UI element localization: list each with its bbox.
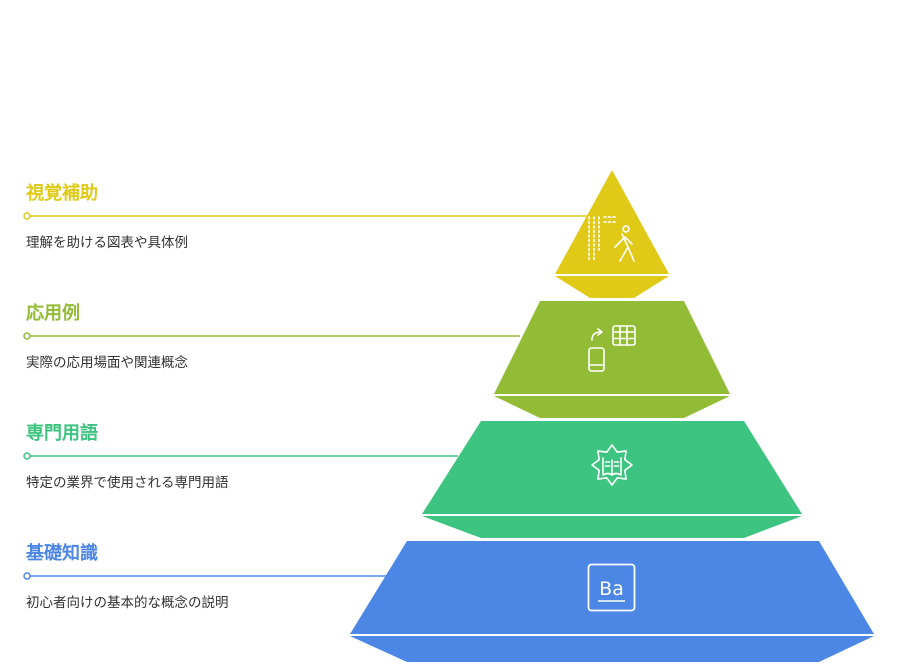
walking-person-grid-icon [588,216,635,263]
pyramid-level-1 [23,170,669,298]
connector-dot-3 [23,452,31,460]
pyramid-tier-1-shadow [555,276,669,298]
element-symbol: Ba [599,578,624,600]
level-4-description: 初心者向けの基本的な概念の説明 [26,595,229,611]
level-1-description: 理解を助ける図表や具体例 [26,235,188,251]
connector-dot-4 [23,572,31,580]
device-sync-table-icon [588,325,636,372]
level-2-description: 実際の応用場面や関連概念 [26,355,188,371]
pyramid-tier-2-shadow [494,396,730,418]
level-2-title: 応用例 [26,303,80,324]
pyramid-tier-1 [555,170,669,274]
level-3-title: 専門用語 [26,423,98,444]
periodic-element-icon: Ba [587,563,636,612]
pyramid-tier-4 [350,541,874,634]
connector-dot-1 [23,212,31,220]
level-1-title: 視覚補助 [26,183,98,204]
level-4-title: 基礎知識 [26,543,98,564]
pyramid-level-3 [23,421,802,538]
pyramid-tier-2 [494,301,730,394]
pyramid-level-2 [23,301,730,418]
pyramid-tier-3-shadow [422,516,802,538]
connector-dot-2 [23,332,31,340]
pyramid-level-4: Ba [23,541,874,662]
badge-book-icon [591,444,633,486]
pyramid-tier-4-shadow [350,636,874,662]
level-3-description: 特定の業界で使用される専門用語 [26,475,229,491]
